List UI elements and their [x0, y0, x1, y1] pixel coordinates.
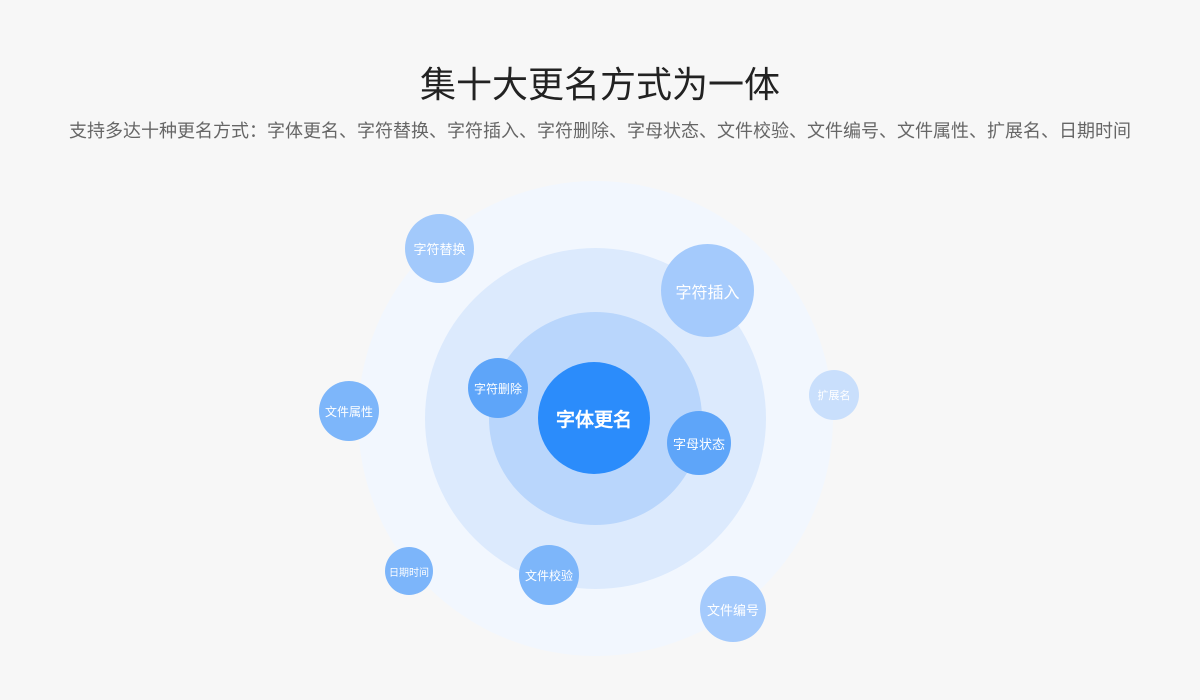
center-node-font-rename[interactable]: 字体更名 — [538, 362, 650, 474]
node-file-verify[interactable]: 文件校验 — [519, 545, 579, 605]
node-char-insert[interactable]: 字符插入 — [661, 244, 754, 337]
node-file-number[interactable]: 文件编号 — [700, 576, 766, 642]
page-subtitle: 支持多达十种更名方式：字体更名、字符替换、字符插入、字符删除、字母状态、文件校验… — [69, 121, 1131, 142]
node-letter-case[interactable]: 字母状态 — [667, 411, 731, 475]
node-file-attributes[interactable]: 文件属性 — [319, 381, 379, 441]
node-extension[interactable]: 扩展名 — [809, 370, 859, 420]
node-datetime[interactable]: 日期时间 — [385, 547, 433, 595]
node-char-replace[interactable]: 字符替换 — [405, 214, 474, 283]
page-title: 集十大更名方式为一体 — [419, 65, 780, 106]
node-char-delete[interactable]: 字符删除 — [468, 358, 528, 418]
